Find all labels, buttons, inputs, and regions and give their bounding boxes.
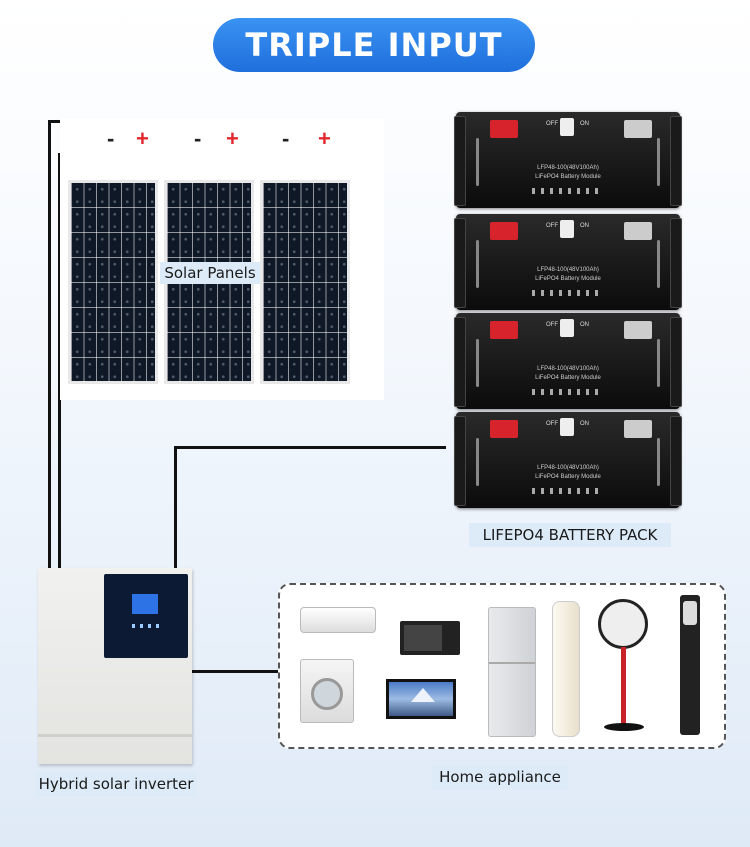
negative-sign: - <box>282 126 290 151</box>
tower-ac-icon <box>552 601 580 737</box>
air-conditioner-icon <box>300 607 376 633</box>
television-icon <box>386 679 456 719</box>
washing-machine-icon <box>300 659 354 723</box>
refrigerator-icon <box>488 607 536 737</box>
solar-panel-array <box>60 118 384 400</box>
positive-sign: + <box>226 126 239 151</box>
solar-panel <box>260 180 350 384</box>
home-appliance-label: Home appliance <box>432 765 568 789</box>
solar-panels-label: Solar Panels <box>160 262 260 284</box>
inverter-control-panel <box>104 574 188 658</box>
negative-sign: - <box>107 126 115 151</box>
appliances-panel <box>278 583 726 749</box>
microwave-icon <box>400 621 460 655</box>
ev-charger-icon <box>680 595 700 735</box>
inverter-label: Hybrid solar inverter <box>36 772 196 796</box>
inverter-display <box>132 594 158 614</box>
page-title: TRIPLE INPUT <box>213 18 535 72</box>
positive-sign: + <box>318 126 331 151</box>
positive-sign: + <box>136 126 149 151</box>
battery-pack-label: LIFEPO4 BATTERY PACK <box>469 523 671 547</box>
solar-panel <box>68 180 158 384</box>
fan-icon <box>598 599 648 649</box>
negative-sign: - <box>194 126 202 151</box>
hybrid-inverter <box>38 568 192 764</box>
